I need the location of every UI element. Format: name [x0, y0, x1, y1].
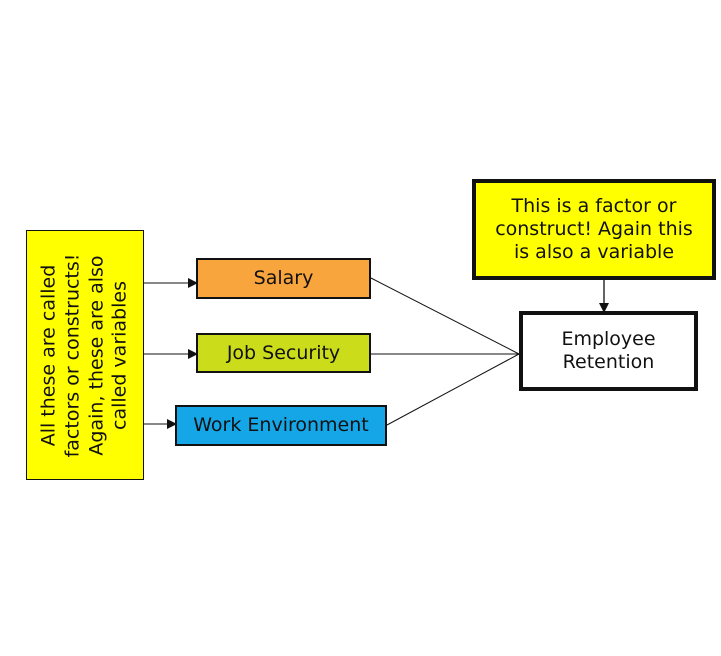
- employee-retention-line-2: Retention: [562, 351, 655, 373]
- work-environment-to-retention-line: [386, 353, 520, 426]
- salary-to-retention-line: [370, 277, 520, 355]
- variables-callout: All these are called factors or construc…: [26, 230, 144, 480]
- variables-callout-line-2: factors or constructs!: [61, 253, 84, 457]
- job-security-factor-box: Job Security: [196, 333, 371, 373]
- factor-callout-line-1: This is a factor or: [511, 195, 677, 218]
- factor-callout-text: This is a factor or construct! Again thi…: [495, 195, 693, 263]
- work-environment-factor-box: Work Environment: [175, 405, 387, 446]
- salary-factor-box: Salary: [196, 258, 371, 299]
- factor-callout: This is a factor or construct! Again thi…: [472, 179, 716, 280]
- job-security-label: Job Security: [226, 341, 341, 364]
- factor-callout-line-2: construct! Again this: [495, 218, 693, 241]
- variables-callout-line-4: called variables: [108, 280, 131, 430]
- salary-label: Salary: [253, 267, 314, 290]
- factor-callout-line-3: is also a variable: [513, 240, 675, 263]
- variables-callout-line-1: All these are called: [37, 264, 60, 446]
- employee-retention-line-1: Employee: [561, 328, 656, 351]
- variables-callout-text: All these are called factors or construc…: [38, 253, 133, 457]
- work-environment-label: Work Environment: [193, 414, 369, 437]
- variables-callout-line-3: Again, these are also: [85, 254, 107, 456]
- employee-retention-text: Employee Retention: [561, 328, 655, 374]
- employee-retention-box: Employee Retention: [519, 311, 698, 391]
